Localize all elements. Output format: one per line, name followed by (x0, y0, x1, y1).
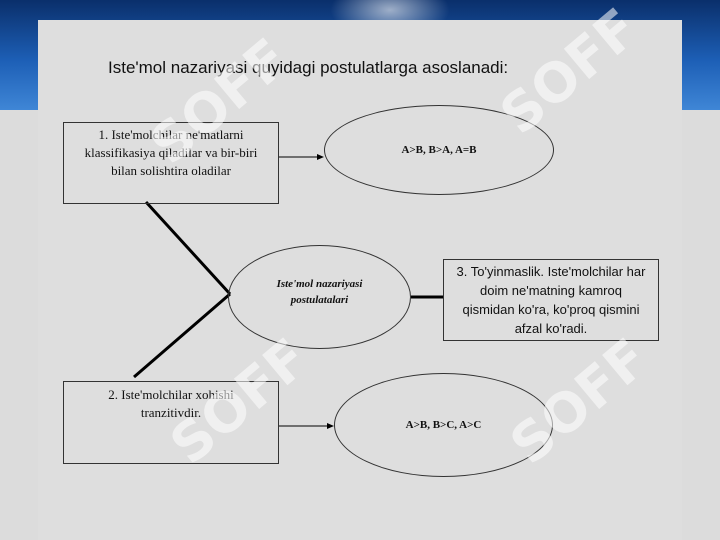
ellipse1-label: A>B, B>A, A=B (401, 144, 477, 156)
arrow-head-bottom (327, 423, 334, 429)
connector-box1-center (144, 200, 232, 296)
ellipse3-label: A>B, B>C, A>C (405, 419, 482, 431)
box1-line: 1. Iste'molchilar ne'matlarni (98, 127, 244, 142)
arrow-head-top (317, 154, 324, 160)
postulate-box-2: 2. Iste'molchilar xohishi tranzitivdir. (63, 381, 279, 464)
ellipse-relations-1: A>B, B>A, A=B (324, 105, 554, 195)
box3-line: 3. To'yinmaslik. Iste'molchilar har (456, 264, 646, 279)
postulate-box-1: 1. Iste'molchilar ne'matlarni klassifika… (63, 122, 279, 204)
postulate-box-3: 3. To'yinmaslik. Iste'molchilar har doim… (443, 259, 659, 341)
center-label: Iste'mol nazariyasi postulatalari (277, 276, 363, 308)
box1-line: bilan solishtira oladilar (111, 163, 231, 178)
center-ellipse: Iste'mol nazariyasi postulatalari (228, 245, 411, 349)
ellipse-relations-3: A>B, B>C, A>C (334, 373, 553, 477)
connector-box2-center (133, 292, 231, 379)
center-label-line: Iste'mol nazariyasi (276, 278, 363, 290)
box1-line: klassifikasiya qiladilar va bir-biri (84, 145, 258, 160)
box2-line: tranzitivdir. (140, 405, 202, 420)
box2-line: 2. Iste'molchilar xohishi (108, 387, 234, 402)
box3-line: doim ne'matning kamroq (480, 283, 622, 298)
box3-line: qismidan ko'ra, ko'proq qismini (462, 302, 640, 317)
slide-title: Iste'mol nazariyasi quyidagi postulatlar… (108, 58, 509, 77)
center-label-line: postulatalari (290, 294, 349, 306)
box3-line: afzal ko'radi. (514, 321, 588, 336)
